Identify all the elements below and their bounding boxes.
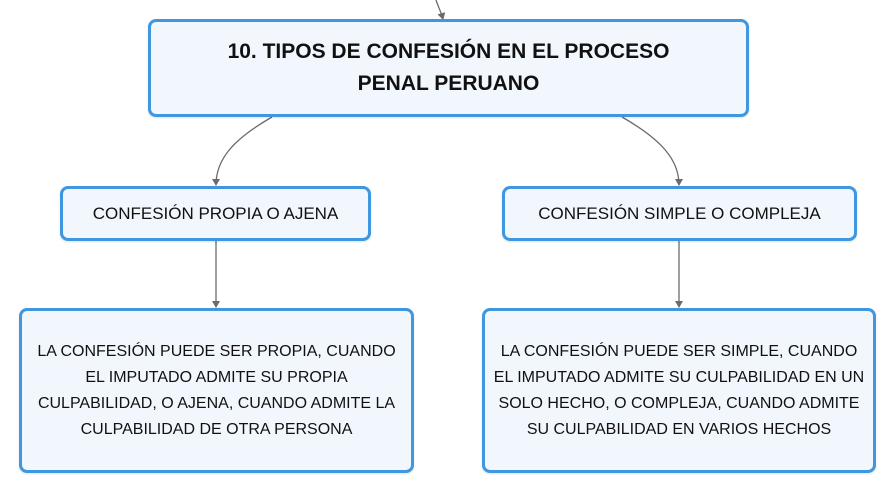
detail-node-simple-compleja[interactable]: LA CONFESIÓN PUEDE SER SIMPLE, CUANDO EL…: [482, 308, 876, 473]
connector-root-to-right: [621, 116, 683, 186]
branch-node-propia-ajena[interactable]: CONFESIÓN PROPIA O AJENA: [60, 186, 371, 241]
branch-label-propia-ajena: CONFESIÓN PROPIA O AJENA: [92, 203, 339, 223]
root-topic-node[interactable]: 10. TIPOS DE CONFESIÓN EN EL PROCESO PEN…: [148, 19, 749, 117]
branch-node-simple-compleja[interactable]: CONFESIÓN SIMPLE O COMPLEJA: [502, 186, 857, 241]
detail-text-propia-ajena: LA CONFESIÓN PUEDE SER PROPIA, CUANDO EL…: [37, 342, 396, 438]
detail-text-simple-compleja: LA CONFESIÓN PUEDE SER SIMPLE, CUANDO EL…: [493, 342, 865, 438]
root-topic-label: 10. TIPOS DE CONFESIÓN EN EL PROCESO PEN…: [227, 40, 670, 95]
connector-root-to-left: [212, 116, 273, 186]
branch-label-simple-compleja: CONFESIÓN SIMPLE O COMPLEJA: [538, 203, 821, 223]
connector-incoming: [435, 0, 446, 20]
detail-node-propia-ajena[interactable]: LA CONFESIÓN PUEDE SER PROPIA, CUANDO EL…: [19, 308, 414, 473]
